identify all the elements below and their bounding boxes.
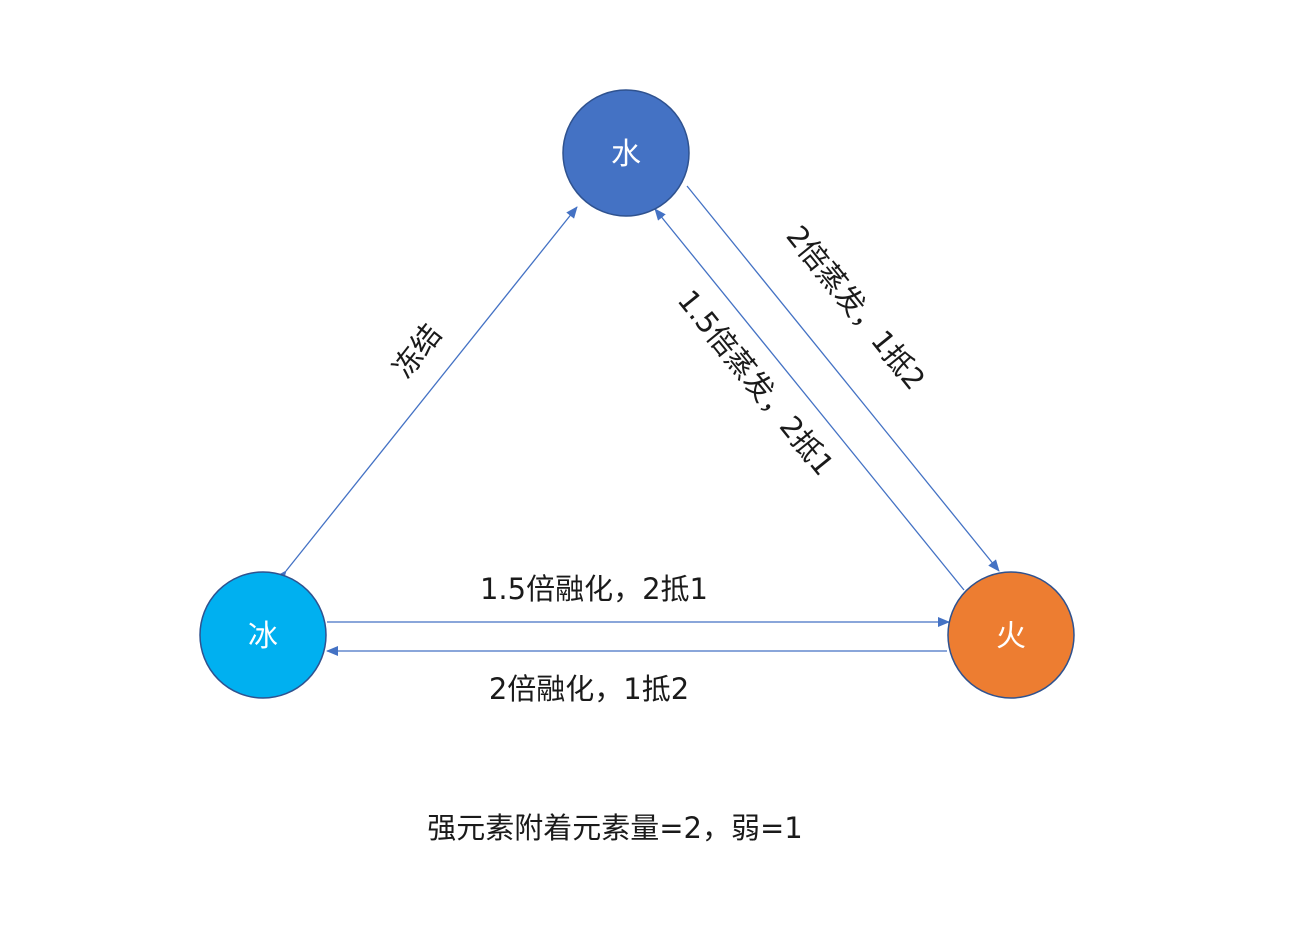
node-fire: 火 [947,571,1075,699]
node-ice: 冰 [199,571,327,699]
node-ice-label: 冰 [248,619,278,654]
node-water-label: 水 [611,137,641,172]
label-fire-to-water: 1.5倍蒸发，2抵1 [671,283,841,482]
label-ice-to-fire: 1.5倍融化，2抵1 [480,572,708,606]
label-freeze: 冻结 [386,318,449,385]
edge-fire-to-water [654,208,965,591]
edge-water-to-fire [686,185,1000,572]
node-water: 水 [562,89,690,217]
label-fire-to-ice: 2倍融化，1抵2 [489,672,689,706]
label-water-to-fire: 2倍蒸发，1抵2 [780,219,933,396]
edge-ice-water [275,206,578,583]
node-fire-label: 火 [996,619,1026,654]
footnote: 强元素附着元素量=2，弱=1 [427,811,803,845]
